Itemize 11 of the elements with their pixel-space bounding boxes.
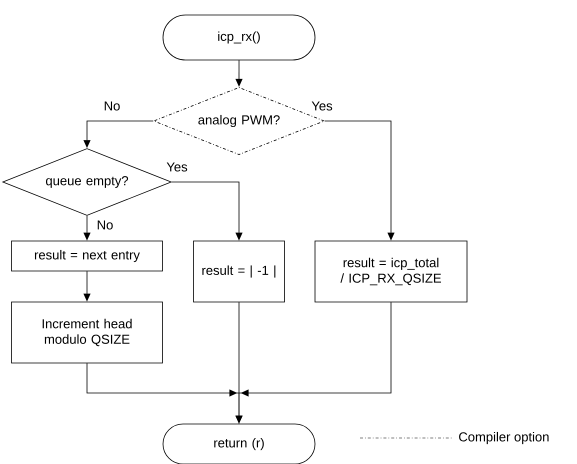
edge-label: Yes <box>166 162 188 172</box>
process-box: Increment head modulo QSIZE <box>11 302 163 364</box>
legend-text: Compiler option <box>459 432 549 444</box>
process-box: result = icp_total / ICP_RX_QSIZE <box>314 240 468 302</box>
end-terminal: return (r) <box>162 424 316 464</box>
edge-label: Yes <box>312 101 332 111</box>
edge-label: No <box>104 101 120 111</box>
process-box: result = | -1 | <box>193 240 285 302</box>
start-terminal: icp_rx() <box>162 14 316 60</box>
edge-label: No <box>98 220 113 230</box>
process-box: result = next entry <box>11 240 163 272</box>
